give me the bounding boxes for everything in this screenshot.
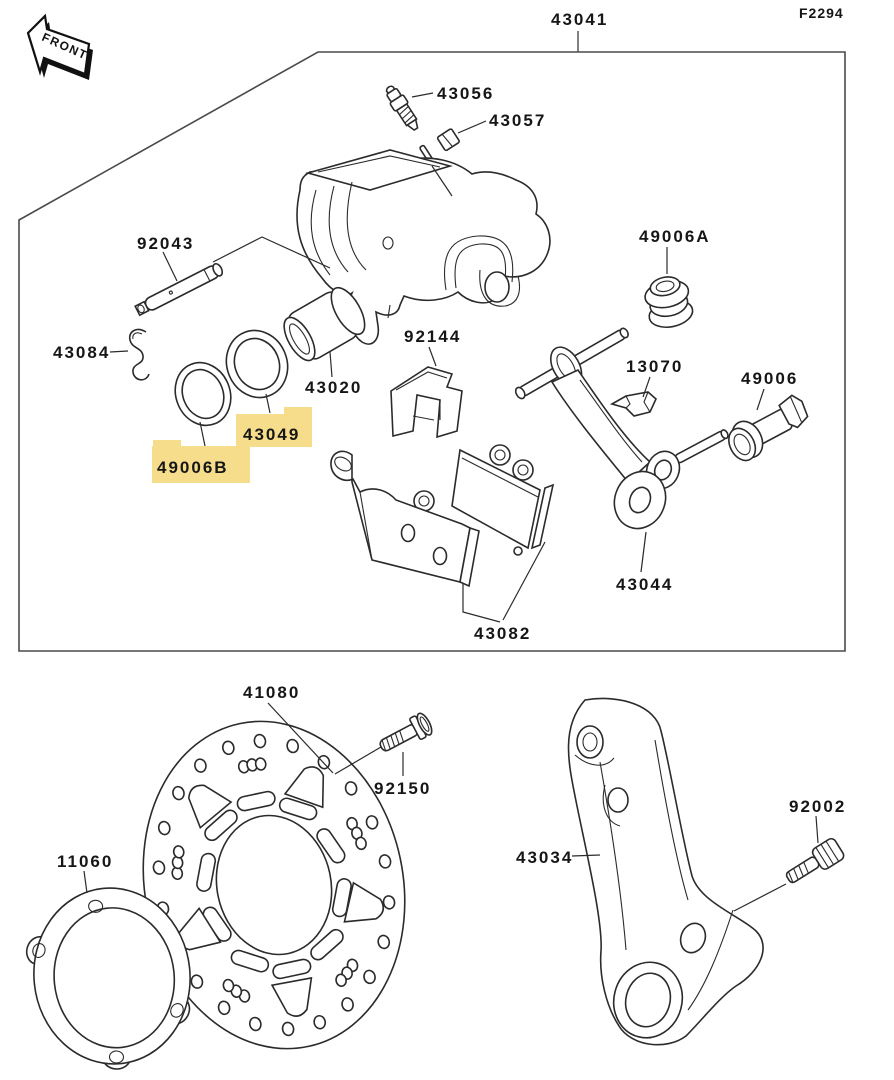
- part-drawing-boot-49006A: [644, 276, 694, 329]
- part-drawing-seal-43049: [225, 329, 289, 399]
- assembly-box-outline: [18, 51, 846, 652]
- part-label-43056[interactable]: 43056: [437, 84, 494, 103]
- part-drawing-cotter-pin: [128, 328, 150, 381]
- part-label-92150[interactable]: 92150: [374, 779, 431, 798]
- part-label-43020[interactable]: 43020: [305, 378, 362, 397]
- part-drawing-boot-49006: [728, 394, 809, 462]
- part-label-92002[interactable]: 92002: [789, 797, 846, 816]
- part-drawing-slide-pin: [134, 262, 224, 317]
- part-label-43084[interactable]: 43084: [53, 343, 110, 362]
- leader-pin-caliper: [212, 236, 331, 269]
- part-drawing-bracket: [567, 697, 764, 1046]
- part-drawing-seal-49006B: [174, 361, 232, 427]
- part-label-49006[interactable]: 49006: [741, 369, 798, 388]
- part-label-43044[interactable]: 43044: [616, 575, 673, 594]
- front-arrow-icon: FRONT: [26, 13, 93, 80]
- part-label-92144[interactable]: 92144: [404, 327, 461, 346]
- part-drawing-caliper: [296, 149, 551, 345]
- page-ref-code: F2294: [799, 5, 844, 21]
- highlight-43049: [236, 407, 312, 447]
- part-label-43041[interactable]: 43041: [551, 10, 608, 29]
- part-label-49006A[interactable]: 49006A: [639, 227, 711, 246]
- highlight-49006B: [152, 440, 250, 483]
- part-label-92043[interactable]: 92043: [137, 234, 194, 253]
- part-drawing-torque-arm: [514, 327, 729, 530]
- part-drawing-bracket-bolt: [785, 837, 845, 884]
- part-drawing-bleed-valve: [385, 85, 419, 132]
- part-label-41080[interactable]: 41080: [243, 683, 300, 702]
- part-label-11060[interactable]: 11060: [57, 852, 113, 871]
- part-label-49006B[interactable]: 49006B: [157, 458, 229, 477]
- part-drawing-brake-disc: [142, 720, 406, 1050]
- part-drawing-clip-13070: [609, 391, 657, 417]
- part-drawing-disc-bolt: [379, 712, 433, 752]
- part-label-43057[interactable]: 43057: [489, 111, 546, 130]
- part-drawing-gasket: [25, 887, 191, 1070]
- part-label-13070[interactable]: 13070: [626, 357, 683, 376]
- part-label-43049[interactable]: 43049: [243, 425, 300, 444]
- part-drawing-pad-spring: [390, 366, 463, 439]
- part-drawing-brake-pads: [330, 444, 555, 623]
- part-label-43082[interactable]: 43082: [474, 624, 531, 643]
- part-label-43034[interactable]: 43034: [516, 848, 573, 867]
- part-drawing-piston: [283, 286, 366, 362]
